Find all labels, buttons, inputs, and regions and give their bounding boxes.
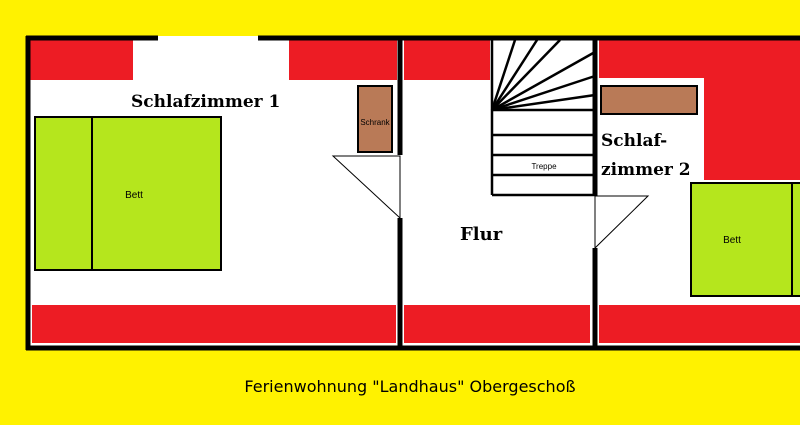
wall-block-top-middle: [289, 40, 397, 80]
bed-1-label: Bett: [125, 190, 143, 201]
wall-block-bottom-right: [599, 305, 800, 343]
wardrobe-label: Schrank: [360, 118, 390, 127]
inner-walls: [397, 36, 598, 350]
plan-caption: Ferienwohnung "Landhaus" Obergeschoß: [244, 377, 575, 396]
room-label-hallway: Flur: [460, 224, 503, 245]
bed-2-label: Bett: [723, 235, 741, 246]
wall-block-bedroom2-upper: [599, 40, 800, 180]
outer-walls: [25, 35, 800, 351]
bed-1: [34, 116, 222, 271]
wall-block-bottom-left: [32, 305, 396, 343]
room-label-bedroom-2-line-1: Schlaf-: [601, 131, 667, 151]
door-swing-right: [594, 195, 650, 250]
wall-block-top-left: [30, 40, 133, 80]
room-label-bedroom-1: Schlafzimmer 1: [131, 92, 280, 112]
cabinet-bedroom-2: [600, 85, 698, 115]
door-swing-left: [331, 155, 401, 220]
wall-block-bottom-hall: [404, 305, 590, 343]
stairs-label: Treppe: [531, 162, 557, 171]
wardrobe: [357, 85, 393, 153]
bed-2: [690, 182, 800, 297]
wall-block-top-hall: [404, 40, 490, 80]
room-label-bedroom-2-line-2: zimmer 2: [601, 160, 691, 180]
staircase: [490, 39, 596, 197]
